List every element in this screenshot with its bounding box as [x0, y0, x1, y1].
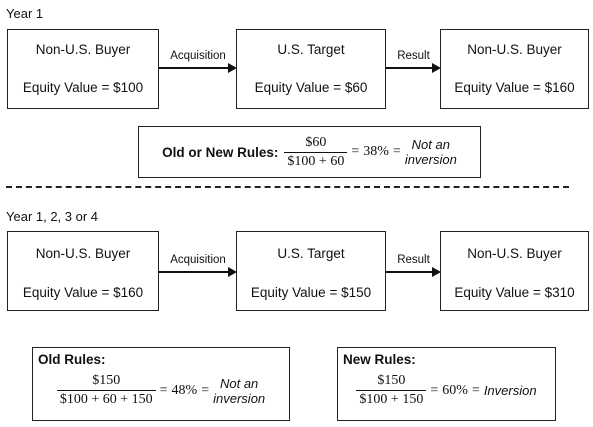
result-box: Non-U.S. Buyer Equity Value = $310 — [440, 231, 589, 311]
conclusion-line-2: inversion — [213, 390, 266, 406]
percent-value: 60% — [442, 382, 468, 398]
new-rules-label: New Rules: — [343, 352, 416, 367]
result-name: Non-U.S. Buyer — [467, 246, 562, 261]
result-arrow-label: Result — [397, 254, 430, 266]
fraction-numerator: $60 — [305, 134, 327, 150]
buyer-equity-value: Equity Value = $160 — [22, 285, 144, 300]
conclusion-line-2: inversion — [404, 152, 457, 167]
section-label-year-1-4: Year 1, 2, 3 or 4 — [6, 209, 99, 224]
conclusion-line-1: Not an — [411, 137, 450, 152]
buyer-name: Non-U.S. Buyer — [35, 42, 131, 57]
buyer-box: Non-U.S. Buyer Equity Value = $160 — [7, 231, 159, 311]
result-name: Non-U.S. Buyer — [467, 42, 562, 57]
equals-sign: = — [471, 382, 480, 398]
conclusion: Not an inversion — [405, 137, 457, 167]
target-box: U.S. Target Equity Value = $60 — [236, 29, 386, 109]
new-rules-box: New Rules: $150 $100 + 150 = 60% = Inver… — [337, 347, 556, 421]
conclusion: Inversion — [483, 383, 537, 398]
fraction: $150 $100 + 150 — [356, 373, 427, 408]
formula-box-old-or-new: Old or New Rules: $60 $100 + 60 = 38% = … — [138, 126, 481, 178]
acquisition-arrow-label: Acquisition — [170, 50, 226, 62]
fraction-numerator: $150 — [377, 373, 406, 388]
acquisition-arrow — [159, 267, 237, 277]
equals-sign: = — [201, 382, 210, 398]
fraction: $150 $100 + 60 + 150 — [56, 373, 156, 408]
old-rules-box: Old Rules: $150 $100 + 60 + 150 = 48% = … — [32, 347, 290, 421]
equals-sign: = — [430, 382, 439, 398]
buyer-box: Non-U.S. Buyer Equity Value = $100 — [7, 29, 159, 109]
target-box: U.S. Target Equity Value = $150 — [236, 231, 386, 311]
conclusion: Not an inversion — [213, 376, 265, 406]
result-arrow-label: Result — [397, 50, 430, 62]
target-equity-value: Equity Value = $150 — [250, 285, 372, 300]
result-box: Non-U.S. Buyer Equity Value = $160 — [440, 29, 589, 109]
target-equity-value: Equity Value = $60 — [254, 80, 368, 95]
target-name: U.S. Target — [277, 42, 345, 57]
old-rules-formula: $150 $100 + 60 + 150 = 48% = Not an inve… — [37, 373, 285, 408]
fraction-denominator: $100 + 150 — [359, 392, 424, 407]
old-rules-label: Old Rules: — [38, 352, 106, 367]
fraction-denominator: $100 + 60 — [287, 153, 345, 169]
fraction-bar — [56, 390, 156, 391]
section-label-year-1: Year 1 — [6, 6, 44, 21]
fraction-numerator: $150 — [92, 373, 121, 388]
result-arrow — [386, 267, 441, 277]
buyer-name: Non-U.S. Buyer — [35, 246, 131, 261]
formula-label: Old or New Rules: — [162, 144, 279, 160]
section-divider — [6, 186, 569, 188]
equals-sign: = — [351, 144, 360, 159]
fraction-denominator: $100 + 60 + 150 — [59, 392, 153, 407]
acquisition-arrow-label: Acquisition — [170, 254, 226, 266]
conclusion-line-1: Not an — [219, 375, 259, 391]
equals-sign: = — [159, 382, 168, 398]
result-equity-value: Equity Value = $310 — [454, 285, 575, 300]
acquisition-arrow — [159, 63, 237, 73]
fraction-bar — [356, 390, 427, 391]
target-name: U.S. Target — [277, 246, 345, 261]
new-rules-formula: $150 $100 + 150 = 60% = Inversion — [342, 373, 551, 408]
percent-value: 38% — [363, 144, 389, 159]
fraction: $60 $100 + 60 — [284, 134, 348, 170]
percent-value: 48% — [171, 382, 198, 398]
buyer-equity-value: Equity Value = $100 — [22, 80, 144, 95]
fraction-bar — [284, 151, 348, 153]
result-equity-value: Equity Value = $160 — [454, 80, 575, 95]
equals-sign: = — [392, 144, 401, 159]
result-arrow — [386, 63, 441, 73]
